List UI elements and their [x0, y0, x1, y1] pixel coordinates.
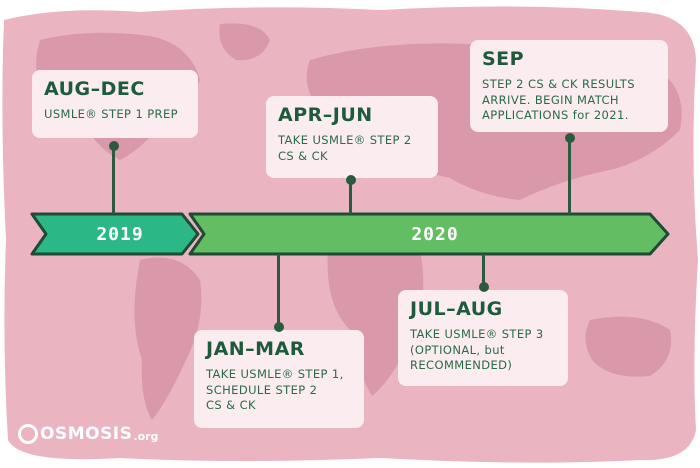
- osmosis-logo-icon: [18, 424, 38, 444]
- event-connector-sep: [568, 138, 571, 214]
- event-card-jul-aug: JUL–AUG TAKE USMLE® STEP 3 (OPTIONAL, bu…: [398, 290, 568, 386]
- event-card-jan-mar: JAN–MAR TAKE USMLE® STEP 1, SCHEDULE STE…: [194, 330, 364, 428]
- event-connector-jul-aug: [482, 254, 485, 284]
- event-description: STEP 2 CS & CK RESULTS ARRIVE. BEGIN MAT…: [482, 77, 635, 123]
- event-connector-apr-jun: [349, 180, 352, 214]
- event-title: AUG–DEC: [44, 78, 145, 100]
- event-dot-jan-mar: [274, 322, 284, 332]
- event-description: TAKE USMLE® STEP 1, SCHEDULE STEP 2 CS &…: [206, 367, 344, 413]
- arrow-2020-shape: [188, 212, 670, 256]
- event-card-sep: SEP STEP 2 CS & CK RESULTS ARRIVE. BEGIN…: [470, 40, 668, 132]
- australia-shape: [585, 316, 672, 377]
- greenland-shape: [219, 23, 270, 61]
- event-connector-aug-dec: [112, 146, 115, 214]
- event-dot-jul-aug: [479, 282, 489, 292]
- brand-suffix: .org: [133, 429, 159, 443]
- event-title: APR–JUN: [278, 104, 373, 126]
- arrow-2019-shape: [30, 212, 200, 256]
- event-connector-jan-mar: [277, 254, 280, 324]
- event-card-apr-jun: APR–JUN TAKE USMLE® STEP 2 CS & CK: [266, 96, 438, 178]
- osmosis-logo[interactable]: OSMOSIS .org: [18, 424, 158, 444]
- year-label-2020: 2020: [411, 224, 459, 245]
- event-title: JUL–AUG: [410, 298, 503, 320]
- south-america-shape: [134, 257, 202, 420]
- event-description: USMLE® STEP 1 PREP: [44, 107, 178, 121]
- brand-name: OSMOSIS: [40, 424, 133, 444]
- event-card-aug-dec: AUG–DEC USMLE® STEP 1 PREP: [32, 70, 198, 138]
- event-description: TAKE USMLE® STEP 3 (OPTIONAL, but RECOMM…: [410, 327, 544, 373]
- event-title: SEP: [482, 48, 525, 70]
- year-label-2019: 2019: [96, 224, 144, 245]
- event-title: JAN–MAR: [206, 338, 305, 360]
- event-description: TAKE USMLE® STEP 2 CS & CK: [278, 133, 412, 163]
